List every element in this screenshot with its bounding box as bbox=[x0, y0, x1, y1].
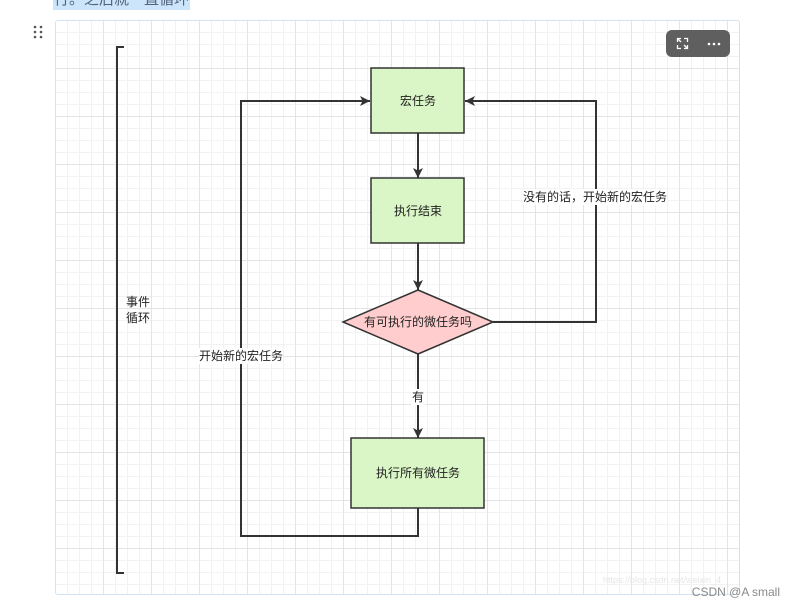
event-loop-label-line2: 循环 bbox=[126, 311, 150, 325]
csdn-credit: CSDN @A small bbox=[691, 585, 780, 599]
node-macrotask bbox=[370, 67, 465, 134]
expand-button[interactable] bbox=[666, 30, 698, 57]
more-icon bbox=[707, 42, 721, 45]
blog-watermark: https://blog.csdn.net/weixin_4 bbox=[603, 575, 722, 585]
node-check-microtasks bbox=[341, 289, 495, 355]
embed-toolbar bbox=[666, 30, 730, 57]
intro-text: 行。之后就一直循环 bbox=[53, 0, 191, 10]
edge-label-start-new-macrotask: 开始新的宏任务 bbox=[199, 348, 283, 363]
node-macrotask-label: 宏任务 bbox=[400, 93, 436, 108]
edge-label-none-bg bbox=[523, 189, 667, 205]
node-check-microtasks-label: 有可执行的微任务吗 bbox=[364, 314, 472, 329]
event-loop-label-line1: 事件 bbox=[126, 295, 150, 309]
drag-handle-glyph bbox=[33, 25, 43, 39]
edge-run-micro-back-to-macrotask bbox=[240, 96, 419, 537]
edge-check-no-to-macrotask bbox=[465, 96, 597, 323]
drag-handle-icon[interactable] bbox=[31, 24, 45, 40]
edge-label-yes: 有 bbox=[412, 390, 424, 404]
expand-icon bbox=[676, 37, 688, 50]
edge-label-yes-bg bbox=[411, 389, 425, 405]
edge-label-none-start-new-macrotask: 没有的话，开始新的宏任务 bbox=[523, 189, 667, 204]
node-execution-done-label: 执行结束 bbox=[394, 204, 442, 218]
edge-label-start-new-bg bbox=[199, 348, 283, 364]
more-button[interactable] bbox=[698, 30, 730, 57]
node-run-all-microtasks-label: 执行所有微任务 bbox=[376, 465, 460, 480]
node-run-all-microtasks bbox=[350, 437, 485, 509]
event-loop-bracket bbox=[116, 46, 124, 574]
node-execution-done bbox=[370, 177, 465, 244]
